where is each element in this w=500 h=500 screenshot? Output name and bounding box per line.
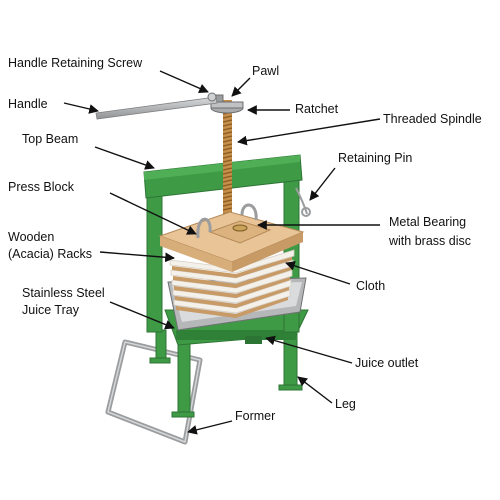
spindle-thread — [222, 127, 233, 131]
label-pawl: Pawl — [252, 64, 280, 78]
threaded-spindle — [222, 100, 233, 225]
label-top-beam: Top Beam — [22, 132, 79, 146]
wooden-rack — [175, 286, 289, 308]
spindle-thread — [222, 123, 233, 127]
wooden-rack — [176, 296, 288, 318]
spindle-thread — [222, 147, 233, 151]
spindle-thread — [222, 139, 233, 143]
label-cloth: Cloth — [356, 279, 386, 293]
label-press-block: Press Block — [8, 180, 74, 194]
rack-stack — [169, 249, 295, 318]
label-juice-tray-line2: Juice Tray — [22, 303, 79, 317]
spindle-thread — [222, 187, 233, 191]
label-wooden-racks-line1: Wooden — [8, 230, 55, 244]
label-juice-outlet: Juice outlet — [355, 356, 419, 370]
spindle-thread — [222, 135, 233, 139]
former-frame — [105, 339, 203, 445]
spindle-thread — [222, 167, 233, 171]
label-handle-retaining-screw: Handle Retaining Screw — [8, 56, 143, 70]
spindle-thread — [222, 151, 233, 155]
wooden-rack — [172, 256, 292, 278]
spindle-thread — [222, 171, 233, 175]
spindle-thread — [222, 143, 233, 147]
wooden-rack — [174, 276, 290, 298]
spindle-thread — [222, 183, 233, 187]
label-ratchet: Ratchet — [295, 102, 339, 116]
wooden-rack — [173, 266, 291, 288]
spindle-thread — [222, 155, 233, 159]
spindle-thread — [222, 119, 233, 123]
label-leg: Leg — [335, 397, 356, 411]
spindle-thread — [222, 115, 233, 119]
label-threaded-spindle: Threaded Spindle — [383, 112, 482, 126]
label-juice-tray-line1: Stainless Steel — [22, 286, 105, 300]
spindle-thread — [222, 195, 233, 199]
spindle-thread — [222, 159, 233, 163]
handle-bar — [95, 92, 218, 120]
retaining-pin — [295, 187, 311, 217]
press-legs — [149, 329, 303, 418]
label-metal-bearing-line2: with brass disc — [389, 234, 471, 248]
spindle-thread — [222, 199, 233, 203]
label-metal-bearing-line1: Metal Bearing — [389, 215, 467, 229]
label-wooden-racks-line2: (Acacia) Racks — [8, 247, 93, 261]
ratchet-assembly — [210, 94, 244, 114]
spindle-thread — [222, 203, 233, 207]
spindle-thread — [222, 163, 233, 167]
label-retaining-pin: Retaining Pin — [338, 151, 413, 165]
spindle-thread — [222, 207, 233, 211]
spindle-thread — [222, 175, 233, 179]
label-former: Former — [235, 409, 276, 423]
leader-arrows — [63, 70, 381, 435]
spindle-thread — [222, 179, 233, 183]
spindle-thread — [222, 191, 233, 195]
label-handle: Handle — [8, 97, 48, 111]
spindle-thread — [222, 131, 233, 135]
